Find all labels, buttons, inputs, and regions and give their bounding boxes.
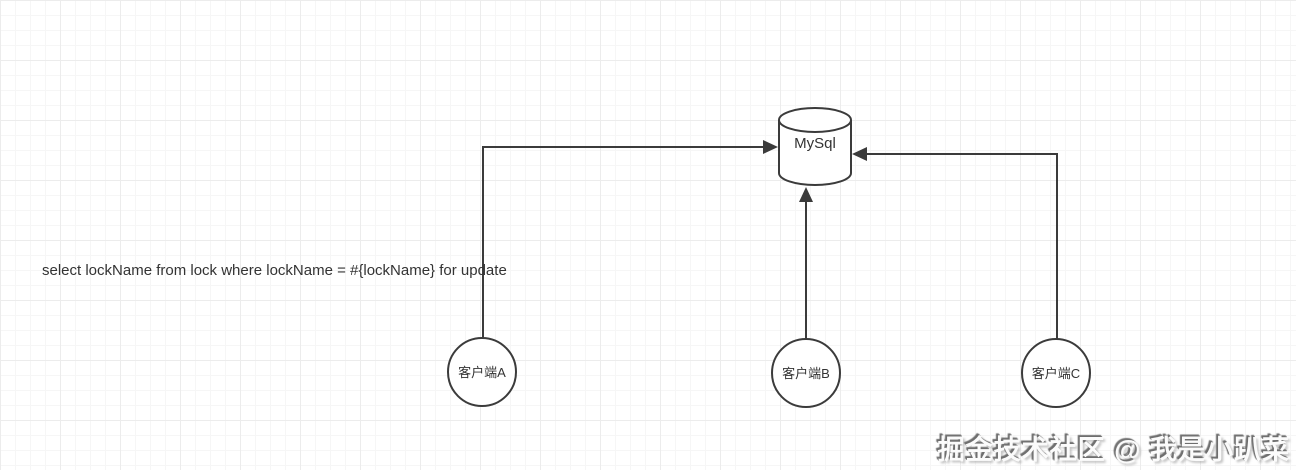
connector-clientA-mysql — [482, 140, 778, 338]
mysql-label: MySql — [794, 135, 836, 152]
arrowhead-icon — [799, 187, 813, 202]
connector-clientA-line — [482, 146, 764, 338]
arrowhead-icon — [852, 147, 867, 161]
client-b-circle — [771, 338, 841, 408]
arrowhead-icon — [763, 140, 778, 154]
client-a-label: 客户端A — [458, 365, 506, 380]
mysql-database-node: MySql — [778, 107, 852, 186]
client-c-node: 客户端C — [1021, 338, 1091, 408]
client-b-label: 客户端B — [782, 366, 830, 381]
client-c-circle — [1021, 338, 1091, 408]
connector-clientC-mysql — [852, 147, 1058, 340]
sql-annotation-text: select lockName from lock where lockName… — [42, 262, 507, 279]
connector-clientB-mysql — [799, 187, 813, 339]
client-a-node: 客户端A — [447, 337, 517, 407]
client-a-circle — [447, 337, 517, 407]
database-cylinder-icon — [778, 107, 852, 186]
client-c-label: 客户端C — [1032, 366, 1080, 381]
database-cylinder-top-arc — [778, 119, 852, 133]
client-b-node: 客户端B — [771, 338, 841, 408]
connector-clientC-line — [866, 153, 1058, 340]
watermark-text: 掘金技术社区 @ 我是小趴菜 — [937, 435, 1290, 465]
